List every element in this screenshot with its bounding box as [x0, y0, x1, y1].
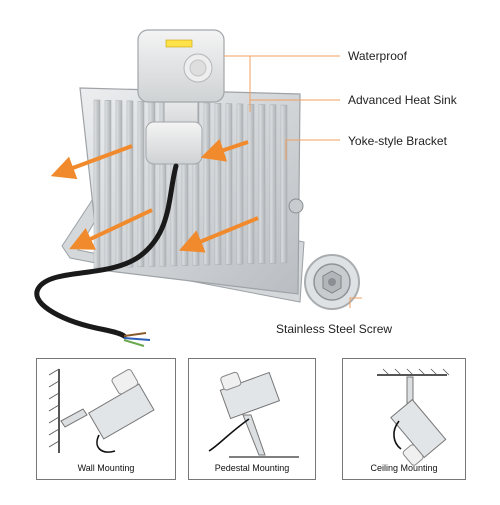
pedestal-mounting-panel: Pedestal Mounting	[188, 358, 316, 480]
callout-screw: Stainless Steel Screw	[276, 322, 393, 336]
power-cable	[34, 163, 179, 339]
heat-sink-fin	[236, 103, 244, 265]
wall-mounting-panel: Wall Mounting	[36, 358, 176, 480]
heat-flow-arrows	[50, 138, 259, 253]
heat-sink-fin	[269, 104, 277, 264]
heat-sink-fin	[115, 100, 123, 268]
heat-sink-fin	[93, 99, 101, 269]
heat-sink-fin	[137, 100, 145, 268]
pedestal-mounting-label: Pedestal Mounting	[214, 463, 290, 473]
callout-waterproof: Waterproof	[348, 49, 407, 63]
callout-bracket: Yoke-style Bracket	[348, 134, 447, 148]
heat-sink-body	[79, 87, 301, 295]
callout-heat-sink: Advanced Heat Sink	[348, 93, 457, 107]
heat-sink-fin	[247, 103, 255, 265]
wall-mounting-label: Wall Mounting	[77, 463, 135, 473]
heat-sink-fin	[225, 103, 233, 265]
heat-sink-fin	[203, 102, 211, 266]
cable-wires	[123, 332, 151, 347]
heat-sink-fin	[280, 104, 288, 264]
pir-sensor	[137, 29, 225, 165]
heat-sink-fin	[214, 103, 222, 265]
bracket-bolt	[288, 198, 304, 214]
stainless-steel-screw	[304, 254, 360, 310]
ceiling-mounting-panel: Ceiling Mounting	[342, 358, 466, 480]
heat-sink-fin	[126, 100, 134, 268]
ceiling-mounting-label: Ceiling Mounting	[370, 463, 438, 473]
heat-sink-fin	[104, 100, 112, 268]
heat-sink-fin	[258, 104, 266, 264]
